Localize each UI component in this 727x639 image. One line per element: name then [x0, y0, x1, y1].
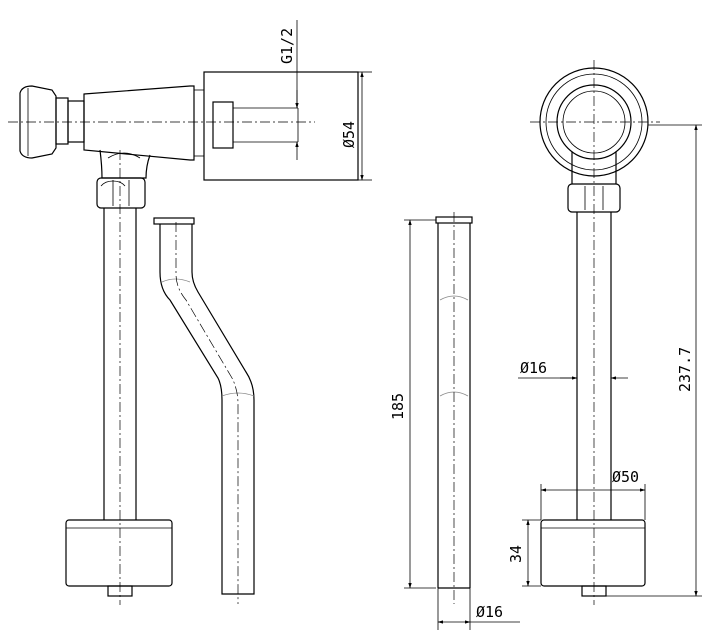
side-view [8, 71, 359, 605]
dim-base-height-label: 34 [507, 545, 525, 563]
dim-pipe-diameter-bottom: Ø16 [437, 588, 520, 630]
button-collar [55, 97, 69, 145]
front-view [530, 60, 660, 605]
dim-pipe-length-label: 185 [389, 393, 407, 420]
offset-pipe [159, 224, 255, 595]
front-base-cup [540, 519, 646, 587]
dim-pipe-diameter-label: Ø16 [520, 359, 547, 377]
inlet-housing [203, 71, 359, 181]
offset-pipe-view [153, 217, 255, 604]
dim-thread-label: G1/2 [278, 28, 296, 64]
dim-pipe-length: 185 [389, 219, 436, 589]
hex-nut [96, 177, 146, 209]
dim-base-diameter-label: Ø50 [612, 468, 639, 486]
dim-total-height-label: 237.7 [676, 347, 694, 392]
dim-body-diameter-label: Ø54 [340, 121, 358, 148]
push-button [19, 85, 57, 159]
dim-body-diameter: Ø54 [340, 71, 372, 181]
valve-body [83, 85, 195, 161]
dim-pipe-diameter: Ø16 [518, 359, 628, 380]
base-cup [65, 519, 173, 587]
dim-pipe-diameter-bottom-label: Ø16 [476, 603, 503, 621]
dim-base-diameter: Ø50 [540, 468, 646, 520]
dim-total-height: 237.7 [606, 124, 702, 597]
dim-thread: G1/2 [278, 20, 299, 160]
straight-pipe-view [435, 212, 473, 604]
dim-base-height: 34 [507, 519, 541, 587]
